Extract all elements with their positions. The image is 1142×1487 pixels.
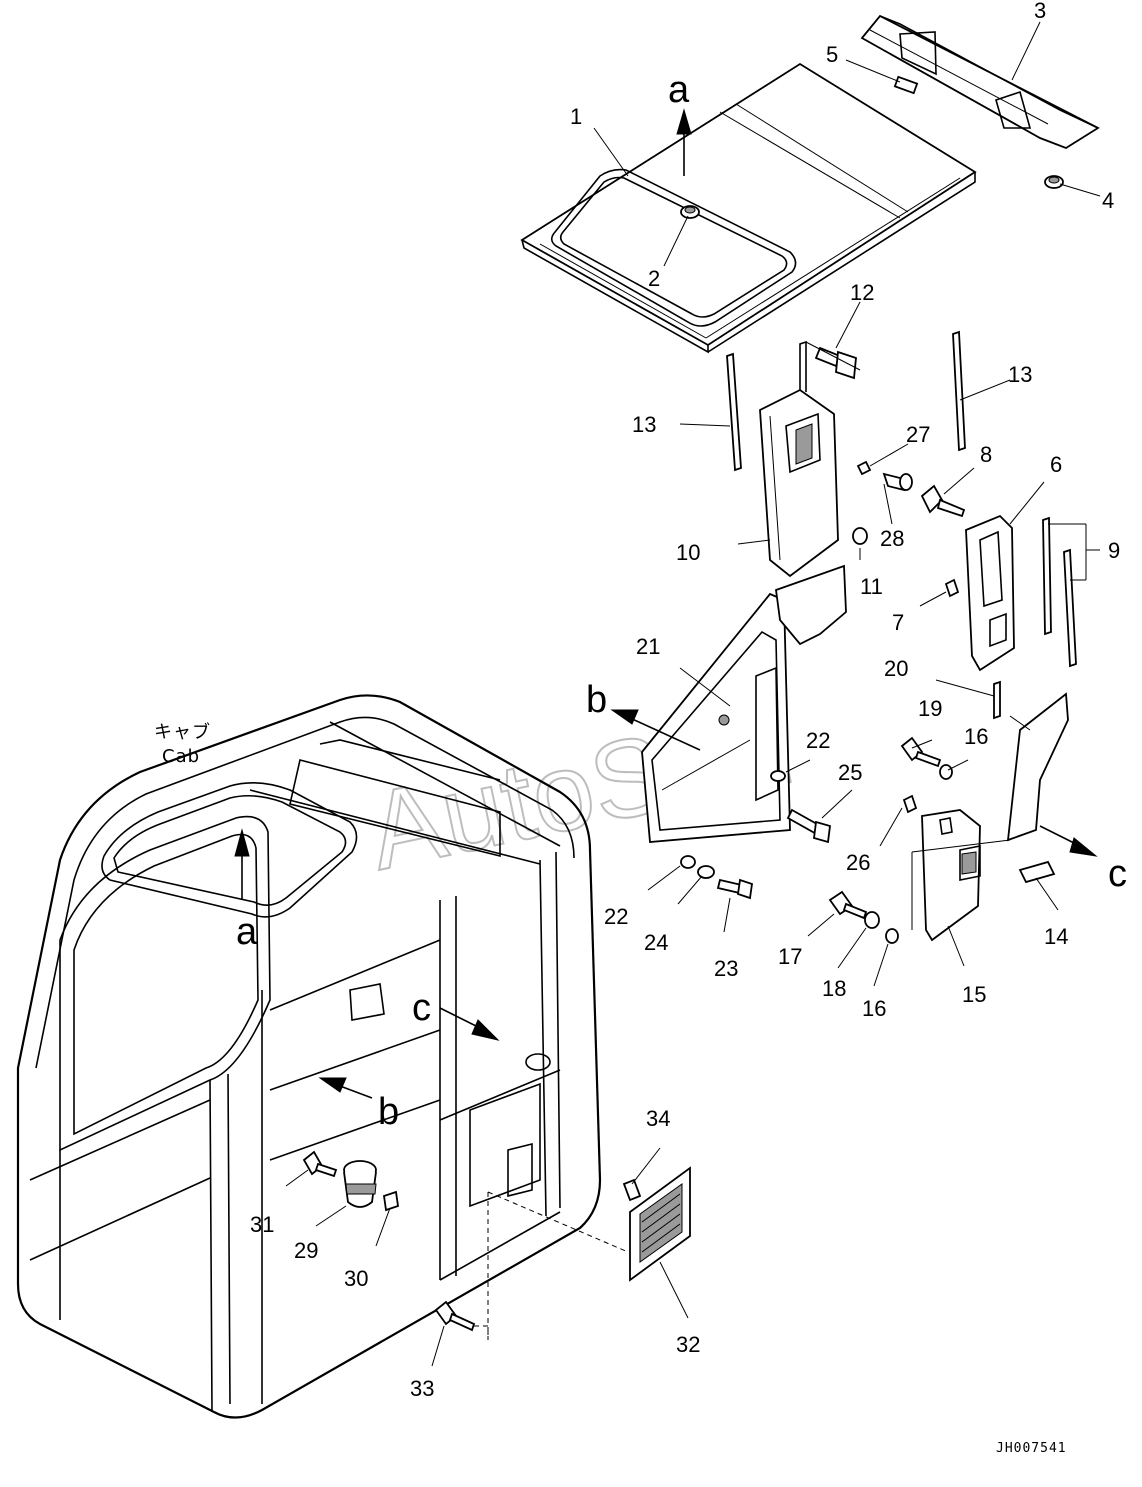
part-label-29: 29 bbox=[294, 1238, 318, 1263]
washer-part-22-lower bbox=[680, 855, 696, 869]
part-label-27: 27 bbox=[906, 422, 930, 447]
part-label-33: 33 bbox=[410, 1376, 434, 1401]
clip-part-20 bbox=[993, 680, 1001, 720]
clip-part-5 bbox=[893, 75, 919, 95]
part-label-15: 15 bbox=[962, 982, 986, 1007]
part-label-25: 25 bbox=[838, 760, 862, 785]
washer-part-24 bbox=[697, 865, 715, 879]
part-label-2: 2 bbox=[648, 266, 660, 291]
part-label-24: 24 bbox=[644, 930, 668, 955]
part-label-32: 32 bbox=[676, 1332, 700, 1357]
part-label-12: 12 bbox=[850, 280, 874, 305]
nut-part-4 bbox=[1044, 175, 1064, 189]
seal-strip-part-13-left bbox=[726, 352, 742, 472]
screw-part-28 bbox=[882, 472, 913, 492]
part-label-14: 14 bbox=[1044, 924, 1068, 949]
bracket-part-14 bbox=[1018, 860, 1056, 884]
part-label-5: 5 bbox=[826, 42, 838, 67]
part-label-20: 20 bbox=[884, 656, 908, 681]
bolt-part-23 bbox=[716, 878, 753, 900]
vent-grille-part-32 bbox=[629, 1166, 691, 1282]
side-trim-part-21 bbox=[641, 564, 847, 843]
rear-cover-part-3 bbox=[860, 14, 1100, 150]
part-label-16-lower: 16 bbox=[862, 996, 886, 1021]
clip-part-26 bbox=[902, 794, 918, 814]
view-arrow-c-cab bbox=[439, 1007, 500, 1041]
part-label-11: 11 bbox=[860, 574, 883, 599]
view-arrow-a-cab bbox=[234, 828, 250, 900]
bolt-part-8 bbox=[920, 484, 966, 518]
pillar-cover-part-10 bbox=[759, 340, 839, 578]
document-code: JH007541 bbox=[996, 1441, 1067, 1456]
view-letter-a-top: a bbox=[668, 69, 690, 111]
cab-caption-english: Cab bbox=[162, 746, 200, 767]
grommet-part-11 bbox=[852, 527, 868, 545]
part-label-10: 10 bbox=[676, 540, 700, 565]
part-label-1: 1 bbox=[570, 104, 582, 129]
washer-part-22-upper bbox=[770, 770, 786, 782]
bolt-part-17 bbox=[828, 890, 868, 920]
part-label-8: 8 bbox=[980, 442, 992, 467]
part-label-13-left: 13 bbox=[632, 412, 656, 437]
part-label-30: 30 bbox=[344, 1266, 368, 1291]
clip-part-34 bbox=[622, 1178, 642, 1202]
nut-part-16-upper bbox=[939, 764, 953, 780]
bolt-part-31 bbox=[302, 1150, 338, 1178]
part-label-4: 4 bbox=[1102, 188, 1114, 213]
part-label-3: 3 bbox=[1034, 0, 1046, 23]
clip-part-7 bbox=[944, 578, 960, 598]
nut-part-16-lower bbox=[885, 928, 899, 944]
part-label-31: 31 bbox=[250, 1212, 274, 1237]
part-label-22-upper: 22 bbox=[806, 728, 830, 753]
clip-part-27 bbox=[856, 460, 872, 476]
pillar-cover-part-6 bbox=[965, 514, 1015, 672]
clip-part-30 bbox=[383, 1190, 399, 1212]
cab-caption-japanese: キャブ bbox=[154, 721, 211, 743]
bolt-part-33 bbox=[434, 1300, 476, 1332]
cup-holder-part-29 bbox=[343, 1160, 377, 1208]
part-label-9: 9 bbox=[1108, 538, 1120, 563]
leader-lines bbox=[285, 21, 1101, 1367]
view-arrow-c-top bbox=[1039, 825, 1098, 857]
part-label-13-right: 13 bbox=[1008, 362, 1032, 387]
part-label-23: 23 bbox=[714, 956, 738, 981]
part-label-19: 19 bbox=[918, 696, 942, 721]
part-label-17: 17 bbox=[778, 944, 802, 969]
bolt-part-19 bbox=[900, 736, 942, 768]
view-letter-c-top: c bbox=[1108, 853, 1127, 895]
view-arrow-b-top bbox=[610, 709, 701, 751]
view-letter-c-cab: c bbox=[412, 987, 431, 1029]
part-label-18: 18 bbox=[822, 976, 846, 1001]
seal-strip-part-9 bbox=[1042, 516, 1077, 668]
part-label-28: 28 bbox=[880, 526, 904, 551]
bolt-part-12 bbox=[814, 346, 857, 380]
bolt-part-25 bbox=[786, 808, 831, 844]
part-label-21: 21 bbox=[636, 634, 660, 659]
view-letter-b-cab: b bbox=[378, 1091, 399, 1133]
part-label-16-upper: 16 bbox=[964, 724, 988, 749]
part-label-7: 7 bbox=[892, 610, 904, 635]
part-label-26: 26 bbox=[846, 850, 870, 875]
view-arrow-a-top bbox=[676, 108, 692, 176]
part-label-6: 6 bbox=[1050, 452, 1062, 477]
part-label-34: 34 bbox=[646, 1106, 670, 1131]
part-label-22-lower: 22 bbox=[604, 904, 628, 929]
roof-panel-part-1 bbox=[520, 62, 977, 354]
view-letter-b-top: b bbox=[586, 679, 607, 721]
grommet-part-2 bbox=[680, 205, 700, 219]
seal-strip-part-13-right bbox=[952, 330, 966, 452]
view-letter-a-cab: a bbox=[236, 911, 258, 953]
view-arrow-b-cab bbox=[318, 1077, 373, 1099]
washer-part-18 bbox=[864, 911, 880, 929]
side-panel-part-15 bbox=[921, 692, 1069, 942]
cab-frame bbox=[16, 694, 629, 1419]
